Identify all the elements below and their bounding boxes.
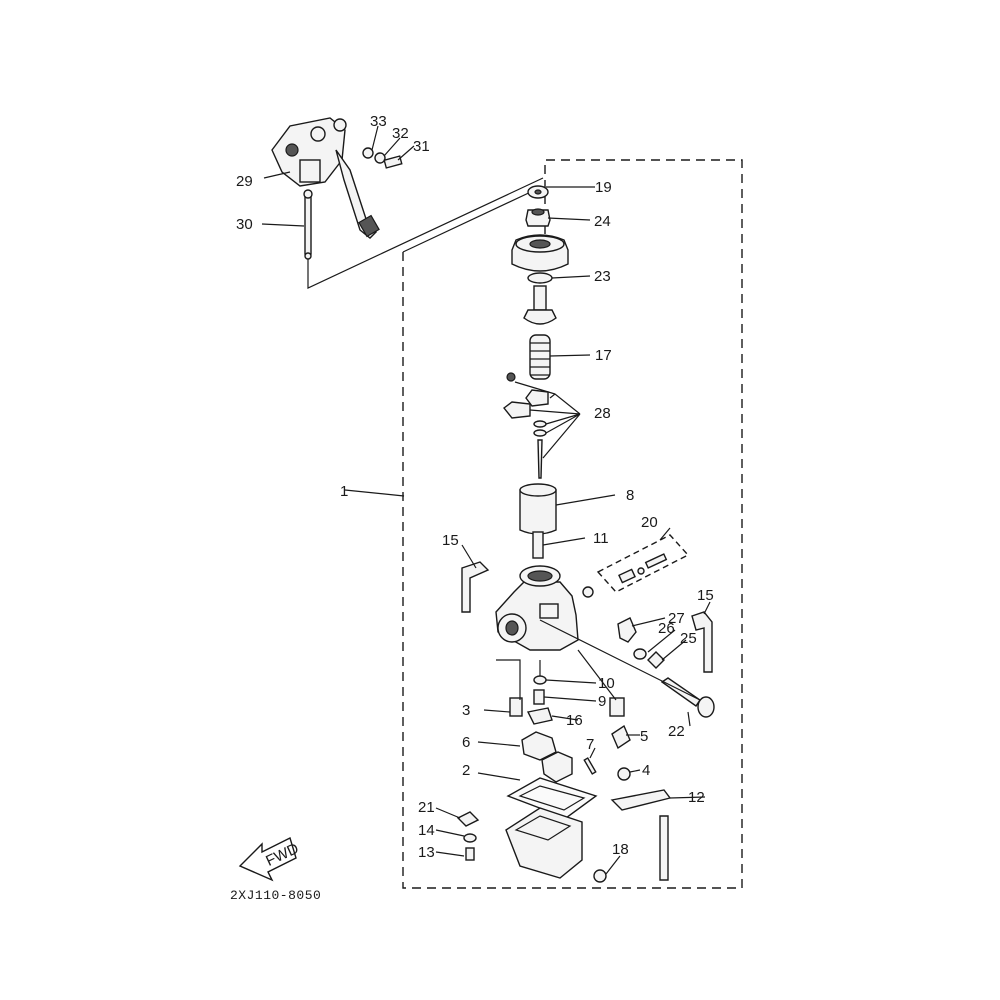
mixing-chamber-top-cap [511,234,569,272]
float-6 [521,731,573,783]
cap-nut-24 [525,208,551,227]
callout-6: 6 [462,734,470,751]
bowl-fasteners [456,811,607,883]
callout-21: 21 [418,799,435,816]
callout-11: 11 [593,530,609,547]
callout-15-right: 15 [697,587,714,604]
throttle-valve-8 [519,483,557,535]
callout-23: 23 [594,268,611,285]
callout-25: 25 [680,630,697,647]
callout-2: 2 [462,762,470,779]
callout-13: 13 [418,844,435,861]
leader-lines [261,125,711,875]
callout-20: 20 [641,514,658,531]
callout-26: 26 [658,620,675,637]
needle-set-28 [503,372,549,479]
cable-adjuster [523,285,557,325]
callout-32: 32 [392,125,409,142]
callout-19: 19 [595,179,612,196]
carburetor-body [495,565,594,651]
callout-10: 10 [598,675,615,692]
throttle-stop-screw-22 [660,677,715,718]
drain-hose-12 [610,789,672,881]
throttle-link-line [307,177,544,289]
assembly-boundary [402,159,743,889]
callout-24: 24 [594,213,611,230]
callout-5: 5 [640,728,648,745]
callout-16: 16 [566,712,583,729]
callout-29: 29 [236,173,253,190]
callout-9: 9 [598,693,606,710]
callout-31: 31 [413,138,430,155]
callout-labels: 1 2 3 4 5 6 7 8 9 10 11 12 13 14 15 15 1… [236,113,714,861]
throttle-spring-17 [529,334,551,380]
diagram-code: 2XJ110-8050 [230,888,321,903]
callout-8: 8 [626,487,634,504]
throttle-housing [271,117,380,239]
jet-needle-holder-11 [532,531,544,559]
cap-washer-19 [527,185,549,199]
callout-1: 1 [340,483,348,500]
callout-3: 3 [462,702,470,719]
callout-7: 7 [586,736,594,753]
callout-12: 12 [688,789,705,806]
callout-33: 33 [370,113,387,130]
vent-hose-right-15 [691,611,713,673]
callout-28: 28 [594,405,611,422]
throttle-cable [303,189,313,260]
callout-18: 18 [612,841,629,858]
float-bowl [505,807,583,879]
o-ring-23 [527,272,553,284]
throttle-stop-parts [617,617,665,669]
throttle-screw-set [362,147,403,169]
callout-17: 17 [595,347,612,364]
vent-hose-left-15 [461,561,490,613]
lower-jet-parts [509,675,631,781]
callout-30: 30 [236,216,253,233]
callout-27: 27 [668,610,685,627]
callout-14: 14 [418,822,435,839]
pilot-screw-set-20 [596,534,690,593]
forward-arrow-icon: FWD [238,837,302,882]
callout-4: 4 [642,762,650,779]
callout-22: 22 [668,723,685,740]
callout-15-left: 15 [442,532,459,549]
